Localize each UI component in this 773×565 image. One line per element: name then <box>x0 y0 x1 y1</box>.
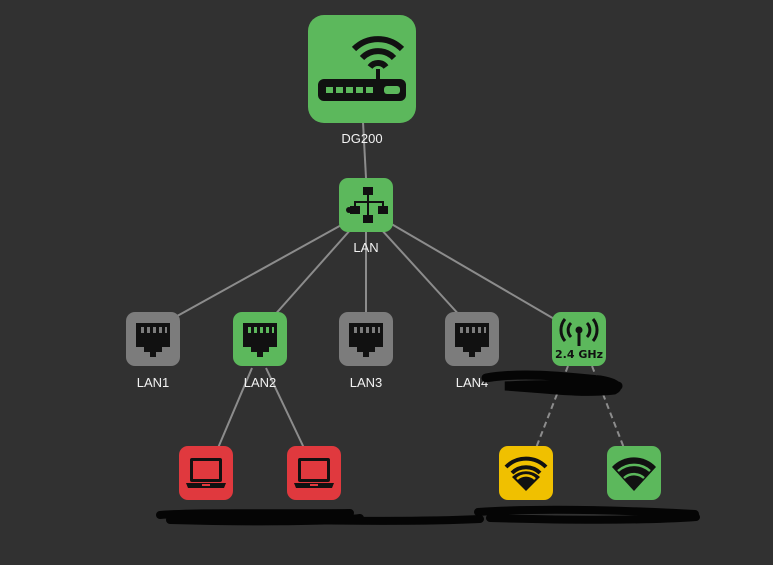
client-laptop-2-node[interactable] <box>287 446 341 500</box>
ethernet-port-icon <box>243 323 277 357</box>
router-node[interactable] <box>308 15 416 123</box>
link-wifi-client2 <box>591 365 625 449</box>
link-lan2-laptop2 <box>265 367 305 449</box>
ethernet-port-icon <box>349 323 383 357</box>
laptop-icon <box>294 458 334 488</box>
wifi-signal-icon <box>612 457 656 491</box>
link-lan-wifi <box>387 221 557 321</box>
port-lan3-node[interactable] <box>339 312 393 366</box>
link-lan2-laptop1 <box>217 367 253 449</box>
wifi-band-label: 2.4 GHz <box>555 347 603 361</box>
wifi-signal-icon <box>504 456 548 491</box>
laptop-icon <box>186 458 226 488</box>
port-lan2-node[interactable] <box>233 312 287 366</box>
wifi-antenna-icon <box>559 317 599 346</box>
lan-switch-node[interactable] <box>339 178 393 232</box>
link-lan-lan4 <box>379 227 463 319</box>
port-lan3-label: LAN3 <box>349 375 383 390</box>
router-label: DG200 <box>341 131 383 146</box>
link-lan-lan1 <box>169 222 346 321</box>
port-lan4-node[interactable] <box>445 312 499 366</box>
port-lan2-label: LAN2 <box>243 375 277 390</box>
port-lan1-label: LAN1 <box>136 375 170 390</box>
lan-switch-label: LAN <box>353 240 379 255</box>
link-router-lan <box>362 121 367 179</box>
port-lan4-label: LAN4 <box>455 375 489 390</box>
router-wifi-icon <box>318 36 406 101</box>
ethernet-port-icon <box>455 323 489 357</box>
client-wifi-1-node[interactable] <box>499 446 553 500</box>
port-lan1-node[interactable] <box>126 312 180 366</box>
link-wifi-client1 <box>535 365 569 449</box>
network-switch-icon <box>346 187 388 223</box>
ethernet-port-icon <box>136 323 170 357</box>
client-laptop-1-node[interactable] <box>179 446 233 500</box>
client-wifi-2-node[interactable] <box>607 446 661 500</box>
wifi-band-node[interactable]: 2.4 GHz <box>552 312 606 366</box>
link-lan-lan2 <box>271 227 353 319</box>
